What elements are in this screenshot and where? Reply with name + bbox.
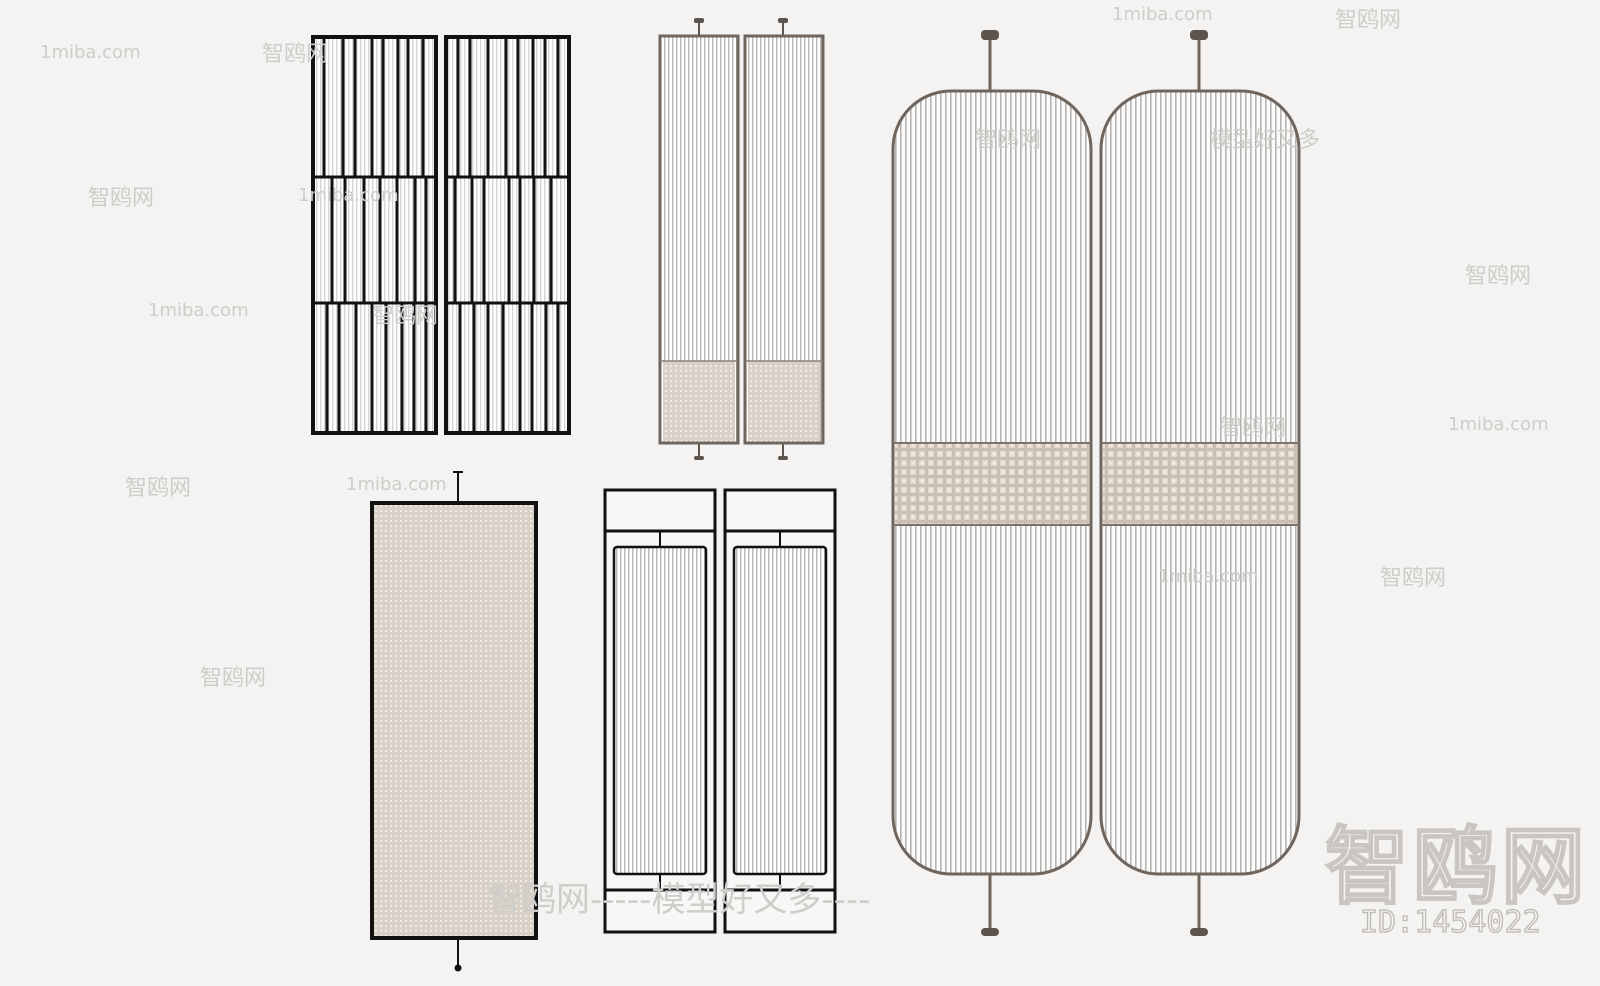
screen-b-panel-left <box>658 18 740 460</box>
screen-d-panel-right <box>723 488 837 934</box>
screen-c-woven-panel <box>370 471 538 972</box>
screen-d-framed-fluted <box>603 488 837 934</box>
screen-a-panel-right <box>444 35 571 435</box>
screen-e-rounded-bronze <box>891 30 1301 936</box>
screen-a-slatted-black <box>311 35 571 435</box>
screen-a-panel-left <box>311 35 438 435</box>
screen-e-panel-right <box>1099 30 1301 936</box>
screen-b-panel-right <box>743 18 825 460</box>
screen-d-panel-left <box>603 488 717 934</box>
brand-mark: 智鸥网 <box>1324 817 1590 917</box>
image-id-label: ID:1454022 <box>1359 904 1541 940</box>
screen-e-panel-left <box>891 30 1093 936</box>
screen-b-narrow-bronze <box>658 18 825 460</box>
